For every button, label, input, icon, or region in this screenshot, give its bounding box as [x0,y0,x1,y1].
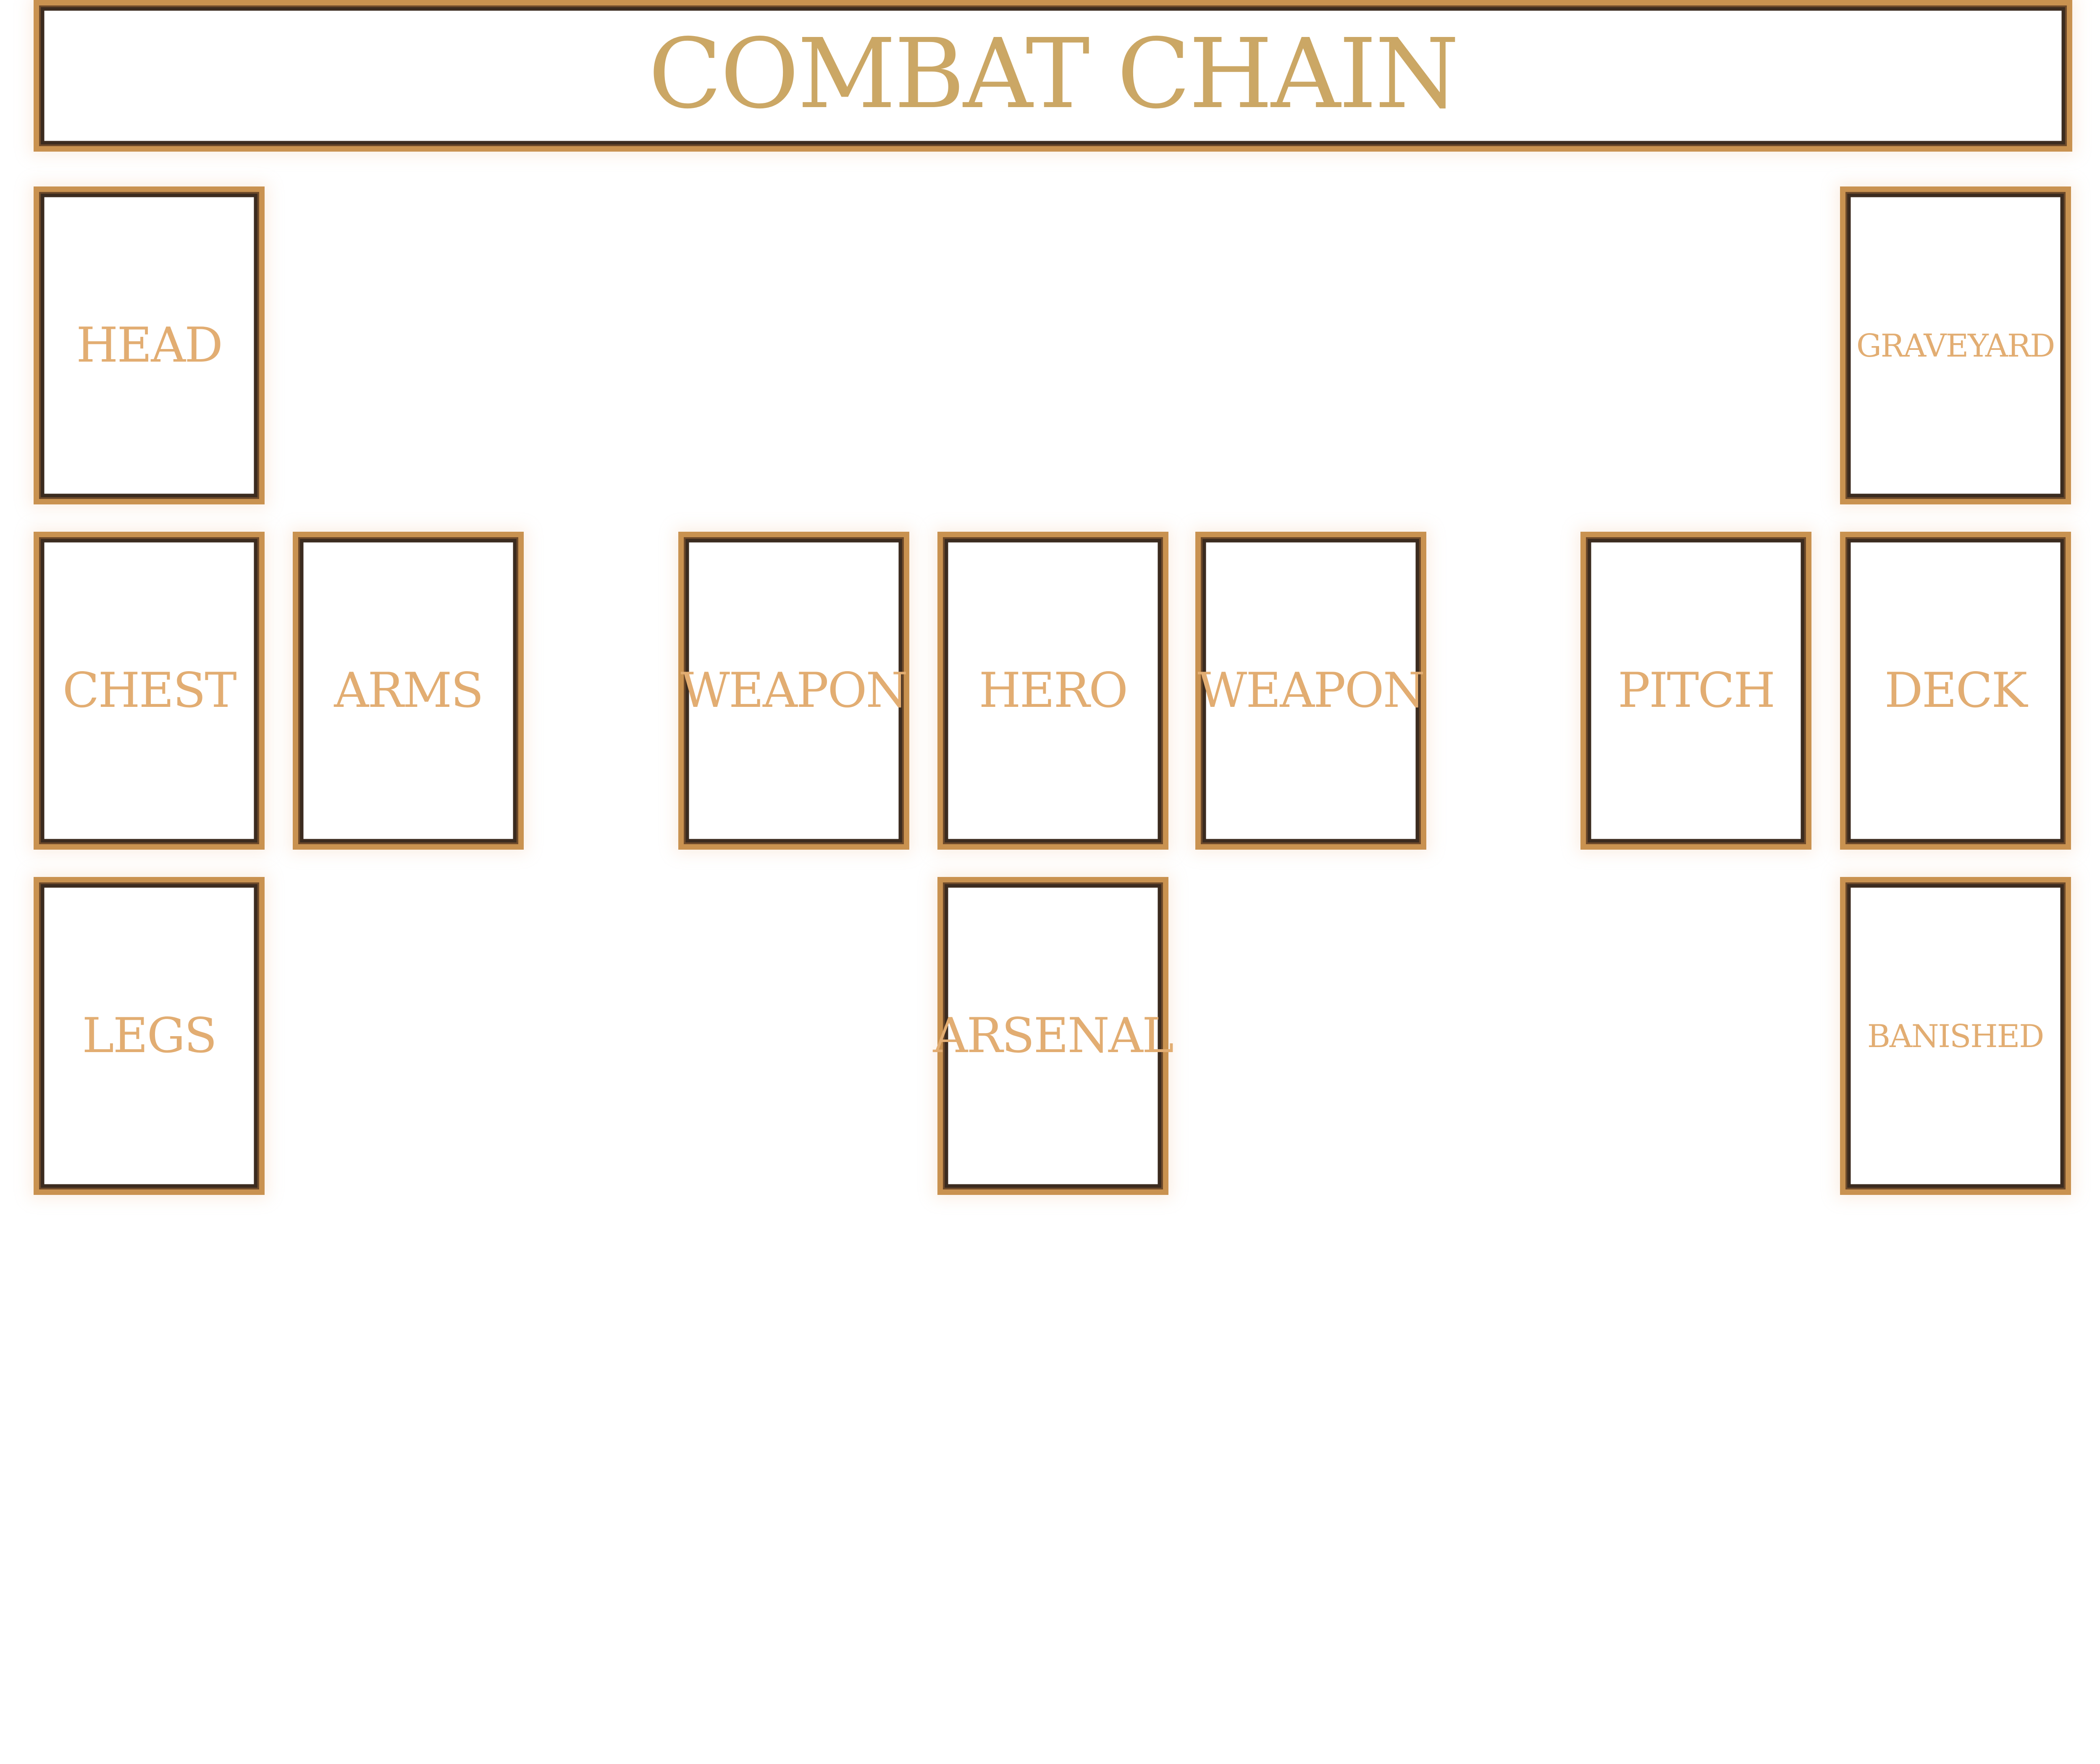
weapon-left-zone[interactable]: WEAPON [678,531,909,850]
legs-label: LEGS [82,1008,217,1064]
hero-zone[interactable]: HERO [937,531,1168,850]
deck-zone[interactable]: DECK [1840,531,2071,850]
combat-chain-title: COMBAT CHAIN [648,18,1460,130]
deck-label: DECK [1884,662,2027,719]
chest-zone[interactable]: CHEST [33,531,265,850]
hero-label: HERO [979,662,1128,719]
weapon-right-zone[interactable]: WEAPON [1195,531,1426,850]
weapon-right-label: WEAPON [1197,662,1425,719]
banished-zone[interactable]: BANISHED [1840,877,2071,1195]
arsenal-zone[interactable]: ARSENAL [933,877,1174,1195]
graveyard-label: GRAVEYARD [1856,327,2055,364]
pitch-label: PITCH [1617,662,1775,719]
chest-label: CHEST [62,662,237,719]
pitch-zone[interactable]: PITCH [1580,531,1812,850]
graveyard-zone[interactable]: GRAVEYARD [1840,186,2071,505]
arsenal-label: ARSENAL [933,1008,1174,1064]
legs-zone[interactable]: LEGS [33,877,265,1195]
head-zone[interactable]: HEAD [33,186,265,505]
arms-zone[interactable]: ARMS [293,531,524,850]
weapon-left-label: WEAPON [680,662,908,719]
banished-label: BANISHED [1867,1017,2045,1055]
arms-label: ARMS [334,662,483,719]
combat-chain-zone[interactable]: COMBAT CHAIN [33,0,2073,152]
head-label: HEAD [76,318,223,374]
